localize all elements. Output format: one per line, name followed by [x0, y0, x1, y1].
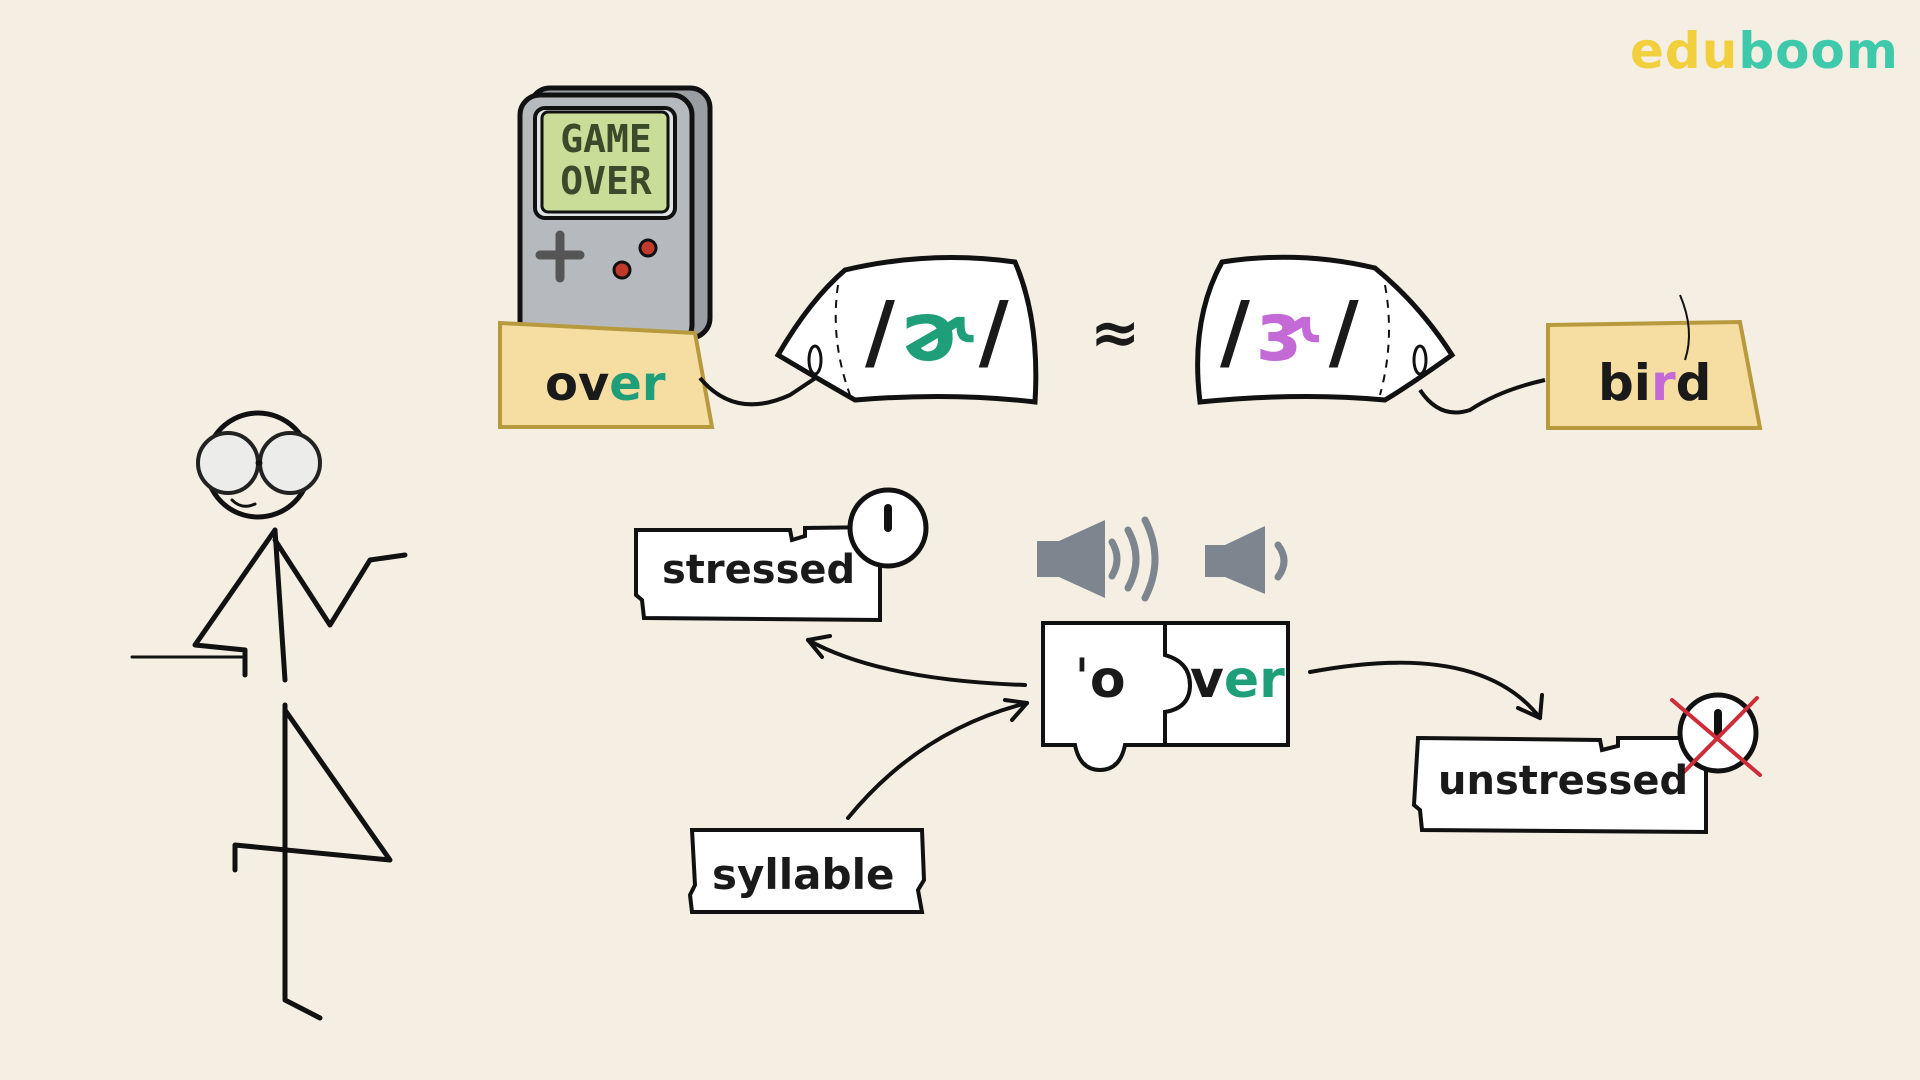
game-screen-line-1: GAME — [560, 117, 652, 161]
word-bird-suffix: d — [1675, 354, 1712, 412]
word-card-over — [498, 320, 715, 429]
word-bird-prefix: bi — [1598, 354, 1651, 412]
speaker-quiet-icon — [1205, 526, 1288, 594]
label-stressed: stressed — [662, 547, 856, 593]
puzzle-right-prefix: v — [1190, 650, 1224, 710]
stress-mark-circle-icon — [847, 487, 929, 569]
logo-part-1: edu — [1630, 22, 1739, 80]
ipa-left-open: / — [865, 285, 901, 380]
puzzle-right-text: ver — [1190, 650, 1285, 710]
puzzle-piece-over — [1041, 621, 1290, 773]
ipa-left-symbol: ɚ — [900, 285, 979, 380]
speaker-loud-icon — [1037, 516, 1159, 602]
approx-sign: ≈ — [1090, 298, 1141, 368]
ipa-left: /ɚ/ — [865, 285, 1015, 380]
logo-part-2: boom — [1738, 22, 1899, 80]
word-over: over — [545, 356, 666, 412]
face-mask-left — [774, 255, 1039, 405]
ipa-right: /ɝ/ — [1220, 285, 1365, 380]
word-over-prefix: ov — [545, 356, 610, 412]
stick-figure — [130, 410, 408, 1021]
label-syllable: syllable — [712, 850, 895, 899]
eduboom-logo: eduboom — [1630, 22, 1899, 80]
ipa-left-close: / — [978, 285, 1015, 380]
crossed-stress-mark-icon — [1670, 692, 1762, 780]
puzzle-right-suffix: er — [1223, 650, 1285, 710]
word-card-bird — [1546, 294, 1763, 430]
ipa-right-open: / — [1220, 285, 1256, 380]
ipa-right-close: / — [1328, 285, 1365, 380]
game-console-icon — [517, 85, 713, 348]
label-unstressed: unstressed — [1438, 758, 1689, 804]
game-screen-line-2: OVER — [560, 159, 652, 203]
word-over-suffix: er — [609, 356, 666, 412]
word-bird: bird — [1598, 354, 1711, 412]
arrow-from-syllable — [846, 698, 1029, 820]
glasses-icon — [196, 431, 322, 495]
ipa-right-symbol: ɝ — [1255, 285, 1329, 380]
word-bird-middle: r — [1650, 354, 1676, 412]
arrow-to-unstressed — [1308, 660, 1544, 720]
face-mask-right — [1195, 254, 1456, 405]
arrow-to-stressed — [806, 634, 1027, 687]
label-card-syllable — [687, 828, 927, 914]
game-over-screen-text: GAME OVER — [546, 118, 666, 202]
puzzle-left-text: ˈo — [1074, 650, 1126, 710]
